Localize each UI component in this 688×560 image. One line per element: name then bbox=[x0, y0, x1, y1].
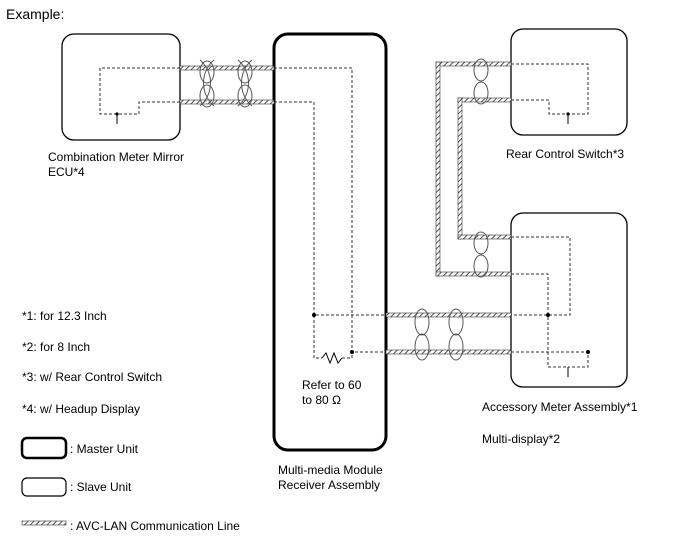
legend-slave-symbol bbox=[21, 477, 67, 497]
rear-control-label: Rear Control Switch*3 bbox=[506, 147, 625, 161]
resistor-note: Refer to 60 to 80 Ω bbox=[302, 378, 362, 407]
twisted-pair-symbols bbox=[199, 58, 489, 361]
accessory-meter-label: Accessory Meter Assembly*1 bbox=[482, 400, 638, 414]
combination-meter-label: Combination Meter Mirror ECU*4 bbox=[48, 150, 185, 179]
master-unit-label: Multi-media Module Receiver Assembly bbox=[278, 463, 383, 492]
internal-wiring bbox=[99, 63, 589, 368]
legend-master-label: : Master Unit bbox=[70, 442, 139, 456]
legend-slave-label: : Slave Unit bbox=[70, 480, 132, 494]
rear-control-box bbox=[510, 28, 628, 136]
note-4: *4: w/ Headup Display bbox=[22, 402, 141, 416]
note-3: *3: w/ Rear Control Switch bbox=[22, 370, 163, 384]
avc-lan-line-rear bbox=[435, 61, 512, 277]
multi-display-label: Multi-display*2 bbox=[482, 432, 561, 446]
legend-line-label: : AVC-LAN Communication Line bbox=[70, 519, 240, 533]
avc-lan-line-accessory bbox=[385, 312, 512, 355]
master-unit-box bbox=[272, 32, 388, 452]
combination-meter-box bbox=[61, 33, 181, 141]
ground-ticks bbox=[116, 114, 569, 377]
resistor-symbol bbox=[321, 351, 343, 365]
note-1: *1: for 12.3 Inch bbox=[22, 309, 107, 323]
note-2: *2: for 8 Inch bbox=[22, 340, 91, 354]
legend-line-symbol bbox=[21, 520, 67, 526]
junction-dots bbox=[115, 112, 590, 354]
avc-lan-line-combination bbox=[179, 65, 275, 105]
legend-master-symbol bbox=[20, 436, 68, 460]
diagram-title: Example: bbox=[6, 6, 65, 22]
accessory-meter-box bbox=[510, 212, 628, 388]
